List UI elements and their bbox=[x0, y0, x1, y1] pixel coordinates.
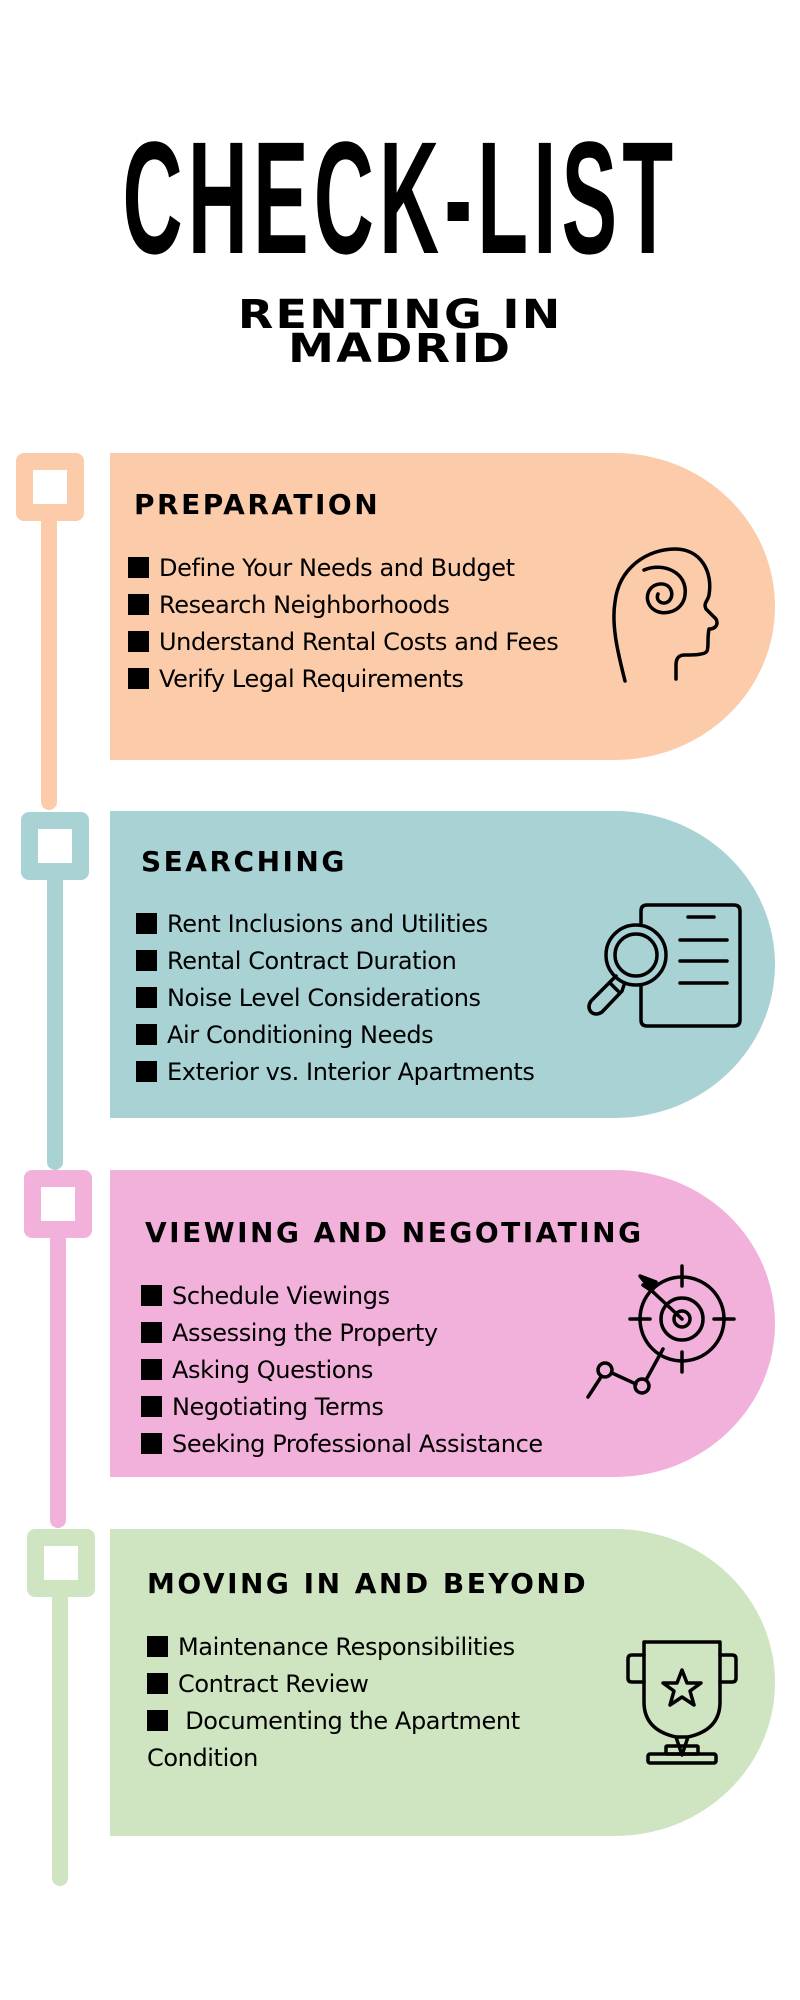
node-hole bbox=[38, 829, 72, 863]
checklist-item: Asking Questions bbox=[141, 1352, 543, 1389]
node-hole bbox=[33, 470, 67, 504]
header: CHECK-LIST bbox=[0, 108, 800, 287]
trophy-star-icon bbox=[626, 1640, 738, 1765]
checklist: Define Your Needs and Budget Research Ne… bbox=[128, 550, 559, 698]
bullet-square-icon bbox=[141, 1285, 162, 1306]
page-title: CHECK-LIST bbox=[122, 108, 678, 287]
checklist-item: Rent Inclusions and Utilities bbox=[136, 906, 535, 943]
section-title: SEARCHING bbox=[141, 845, 347, 878]
section-title: VIEWING AND NEGOTIATING bbox=[145, 1216, 644, 1249]
bullet-square-icon bbox=[128, 594, 149, 615]
checklist-item: Documenting the Apartment Condition bbox=[147, 1707, 527, 1772]
checklist-item: Verify Legal Requirements bbox=[128, 661, 558, 698]
checklist-item: Exterior vs. Interior Apartments bbox=[136, 1054, 535, 1091]
card-preparation: PREPARATION Define Your Needs and Budget… bbox=[110, 453, 775, 760]
checklist: Schedule Viewings Assessing the Property… bbox=[141, 1278, 543, 1463]
bullet-square-icon bbox=[128, 631, 149, 652]
timeline-node-moving bbox=[27, 1529, 95, 1597]
checklist-item: Understand Rental Costs and Fees bbox=[128, 624, 559, 661]
subtitle-line-1: RENTING IN bbox=[237, 292, 563, 338]
card-searching: SEARCHING Rent Inclusions and Utilities … bbox=[110, 811, 775, 1118]
bullet-square-icon bbox=[136, 1024, 157, 1045]
checklist-item: Assessing the Property bbox=[141, 1315, 543, 1352]
bullet-square-icon bbox=[147, 1673, 168, 1694]
bullet-square-icon bbox=[136, 987, 157, 1008]
checklist-item: Schedule Viewings bbox=[141, 1278, 543, 1315]
checklist-item: Noise Level Considerations bbox=[136, 980, 535, 1017]
timeline-stem-preparation bbox=[41, 500, 57, 810]
checklist-item: Maintenance Responsibilities bbox=[147, 1629, 567, 1666]
checklist-item: Contract Review bbox=[147, 1666, 567, 1703]
bullet-square-icon bbox=[147, 1710, 168, 1731]
checklist-item: Seeking Professional Assistance bbox=[141, 1426, 543, 1463]
timeline-node-preparation bbox=[16, 453, 84, 521]
timeline-node-viewing bbox=[24, 1170, 92, 1238]
checklist: Maintenance Responsibilities Contract Re… bbox=[147, 1629, 567, 1777]
bullet-square-icon bbox=[136, 1061, 157, 1082]
document-magnifier-icon bbox=[586, 903, 742, 1028]
timeline-node-searching bbox=[21, 812, 89, 880]
checklist-item: Negotiating Terms bbox=[141, 1389, 543, 1426]
bullet-square-icon bbox=[128, 557, 149, 578]
bullet-square-icon bbox=[136, 950, 157, 971]
checklist-item: Research Neighborhoods bbox=[128, 587, 558, 624]
checklist-item: Rental Contract Duration bbox=[136, 943, 535, 980]
timeline-stem-searching bbox=[47, 860, 63, 1170]
page-subtitle: RENTING IN MADRID bbox=[238, 295, 563, 369]
bullet-square-icon bbox=[141, 1433, 162, 1454]
checklist-item: Define Your Needs and Budget bbox=[128, 550, 558, 587]
bullet-square-icon bbox=[136, 913, 157, 934]
timeline-stem-viewing bbox=[50, 1218, 66, 1528]
card-viewing-negotiating: VIEWING AND NEGOTIATING Schedule Viewing… bbox=[110, 1170, 775, 1477]
subtitle-block: RENTING IN MADRID bbox=[0, 295, 800, 369]
timeline-stem-moving bbox=[52, 1578, 68, 1886]
section-title: PREPARATION bbox=[134, 488, 381, 521]
node-hole bbox=[44, 1546, 78, 1580]
bullet-square-icon bbox=[128, 668, 149, 689]
section-title: MOVING IN AND BEYOND bbox=[147, 1567, 589, 1600]
card-moving-in: MOVING IN AND BEYOND Maintenance Respons… bbox=[110, 1529, 775, 1836]
bullet-square-icon bbox=[147, 1636, 168, 1657]
node-hole bbox=[41, 1187, 75, 1221]
bullet-square-icon bbox=[141, 1322, 162, 1343]
bullet-square-icon bbox=[141, 1396, 162, 1417]
target-arrow-icon bbox=[586, 1264, 736, 1399]
head-spiral-icon bbox=[612, 547, 719, 685]
subtitle-line-2: MADRID bbox=[287, 326, 513, 372]
checklist-item: Air Conditioning Needs bbox=[136, 1017, 535, 1054]
bullet-square-icon bbox=[141, 1359, 162, 1380]
checklist: Rent Inclusions and Utilities Rental Con… bbox=[136, 906, 535, 1091]
